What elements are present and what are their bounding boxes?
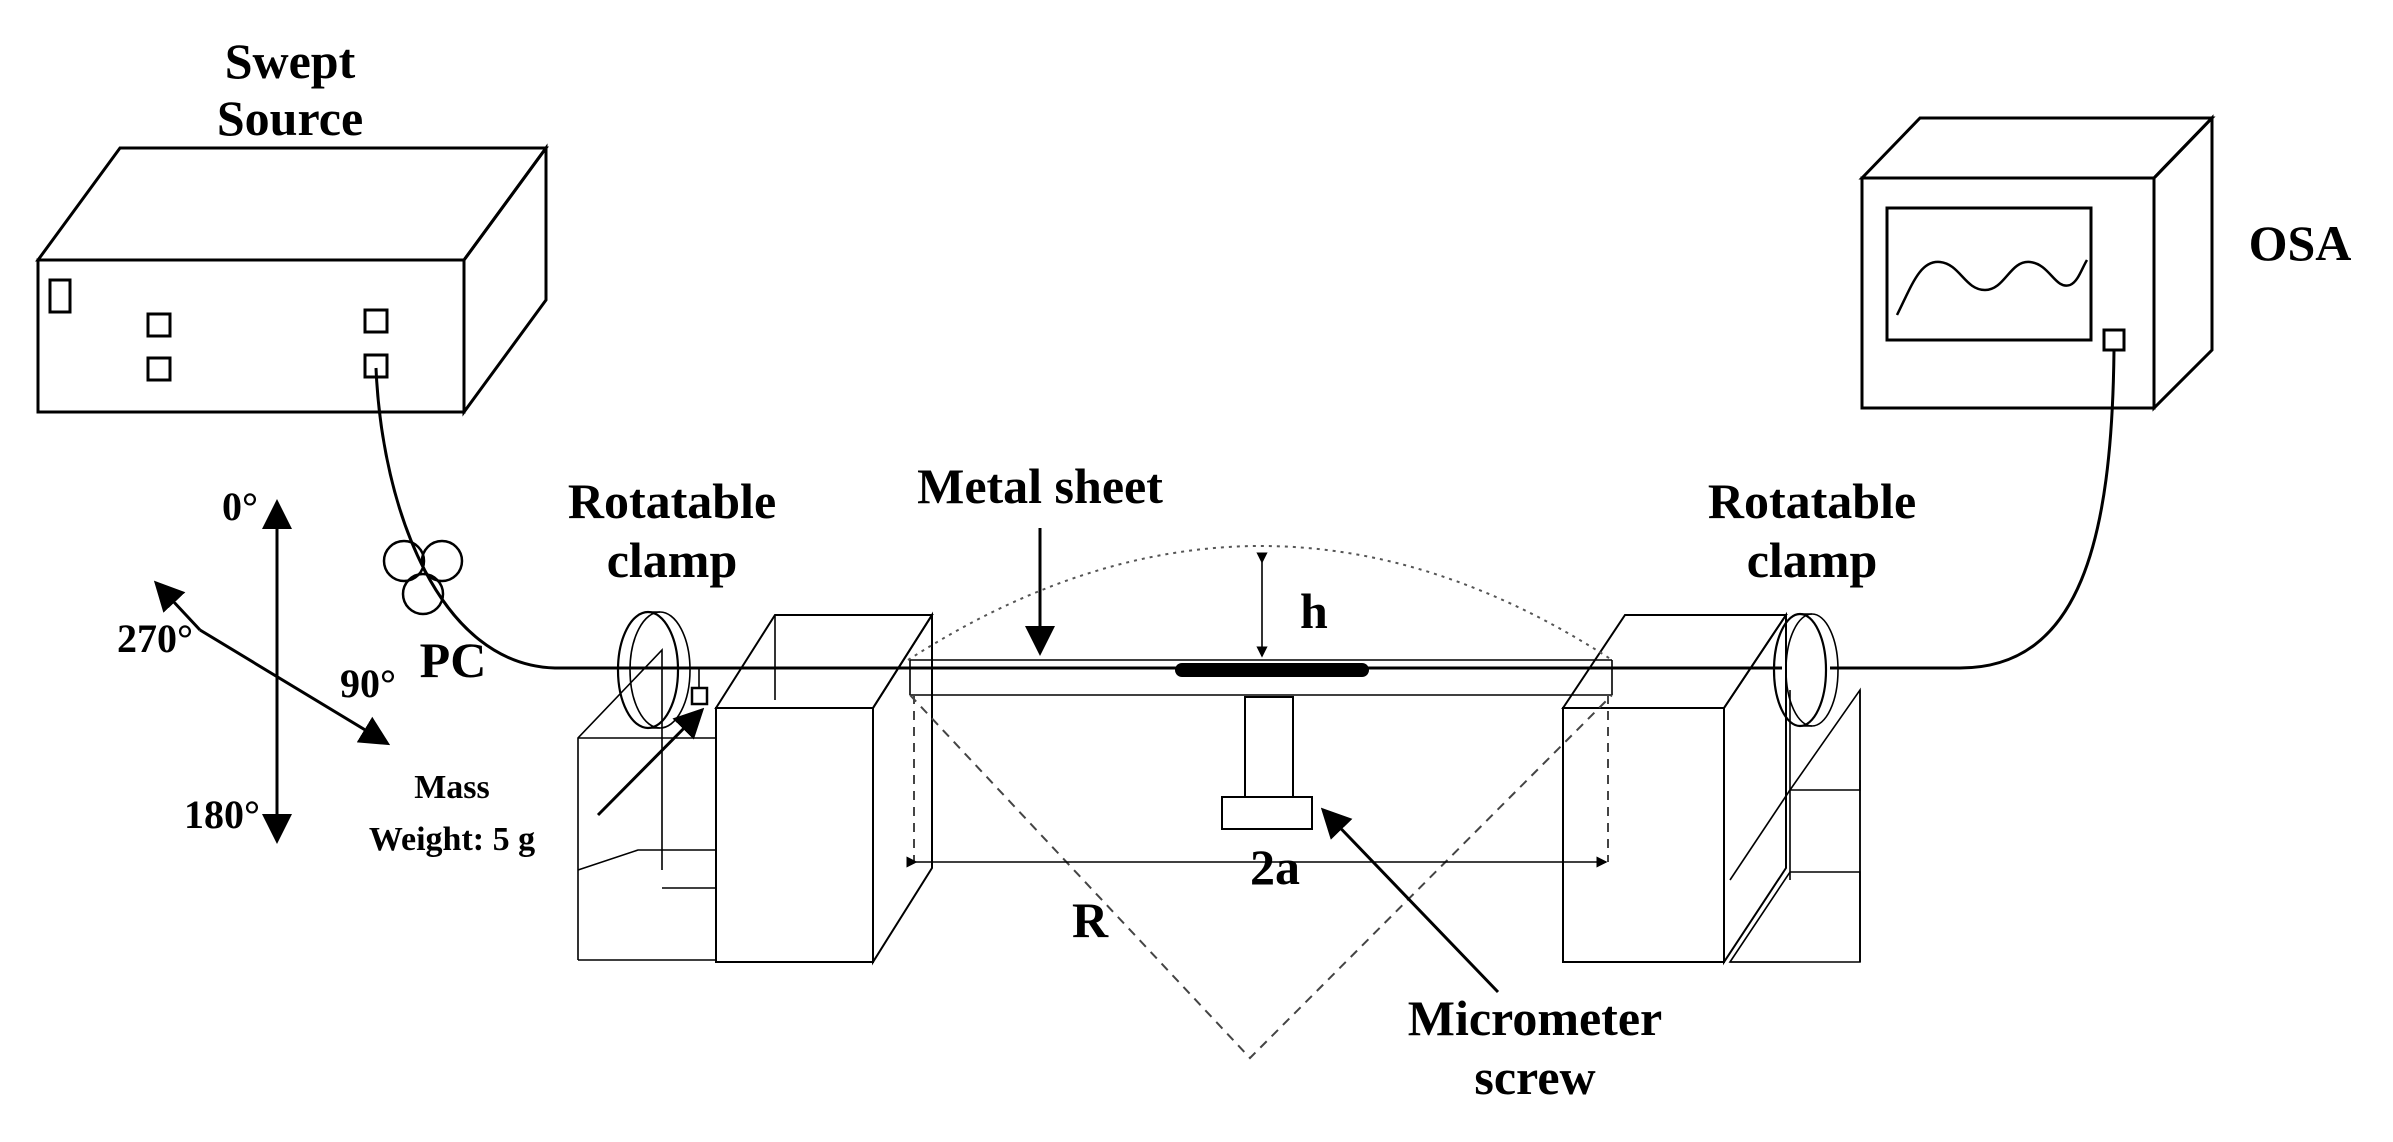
- left-rotatable-clamp-disc: [616, 610, 691, 730]
- span-guides: [913, 695, 1609, 862]
- swept-source-indicator: [48, 278, 72, 314]
- right-rotatable-clamp-disc: [1772, 612, 1839, 728]
- bending-arc: [907, 545, 1613, 661]
- angle-90-label: 90°: [340, 661, 396, 706]
- left-base-platform: [577, 648, 717, 961]
- micrometer-label-line1: Micrometer: [1408, 990, 1662, 1046]
- osa-label: OSA: [2249, 215, 2352, 271]
- radius-lines: [909, 694, 1613, 1060]
- mass-label-line2: Weight: 5 g: [369, 821, 535, 858]
- swept-source-port: [363, 308, 389, 334]
- h-label: h: [1300, 583, 1328, 639]
- metal-sheet-label: Metal sheet: [917, 458, 1163, 514]
- micrometer-arrow: [1320, 807, 1500, 994]
- output-fiber: [1830, 349, 2116, 670]
- swept-source-port: [146, 312, 172, 338]
- angle-0-label: 0°: [222, 484, 258, 529]
- pc-label: PC: [420, 632, 487, 688]
- polarization-controller: [382, 539, 464, 616]
- osa-device: [1858, 114, 2216, 412]
- right-base-platform: [1728, 687, 1861, 963]
- swept-source-label-line1: Swept: [225, 33, 356, 89]
- swept-source-label-line2: Source: [217, 90, 363, 146]
- mass-label-line1: Mass: [414, 769, 490, 806]
- right-clamp-label-line2: clamp: [1747, 532, 1878, 588]
- osa-spectrum-trace: [1895, 259, 2089, 316]
- left-clamp-label-line1: Rotatable: [568, 473, 776, 529]
- mass-arrow: [596, 707, 705, 817]
- angle-180-label: 180°: [184, 792, 260, 837]
- metal-sheet: [909, 659, 1613, 696]
- micrometer-label-line2: screw: [1474, 1049, 1595, 1105]
- orientation-compass: [153, 499, 391, 844]
- mass-weight: [690, 686, 709, 706]
- input-fiber: [374, 367, 1782, 670]
- swept-source-port: [146, 356, 172, 382]
- right-clamp-block: [1561, 611, 1788, 966]
- micrometer-screw: [1221, 696, 1313, 830]
- left-clamp-label-line2: clamp: [607, 532, 738, 588]
- two-a-label: 2a: [1250, 839, 1300, 895]
- osa-input-port: [2102, 328, 2126, 352]
- r-label: R: [1072, 892, 1109, 948]
- angle-270-label: 270°: [117, 616, 193, 661]
- right-clamp-label-line1: Rotatable: [1708, 473, 1916, 529]
- left-clamp-block: [714, 611, 934, 966]
- swept-source-device: [35, 143, 549, 417]
- osa-screen: [1885, 206, 2093, 342]
